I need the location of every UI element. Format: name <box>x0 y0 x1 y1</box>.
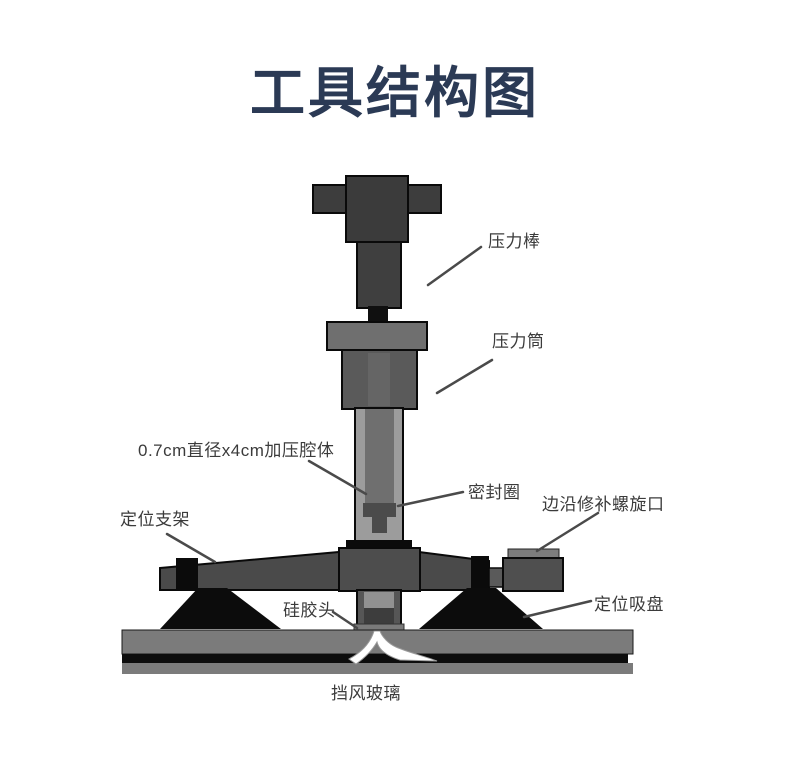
label-seal-ring: 密封圈 <box>468 483 521 502</box>
leader-silicone-head <box>331 610 359 630</box>
windshield-glass <box>121 629 634 674</box>
cylinder-flange <box>326 321 428 351</box>
glass-bottom-layer <box>122 663 633 674</box>
label-silicone-head: 硅胶头 <box>283 601 336 620</box>
leader-positioning-bracket <box>165 532 217 564</box>
leader-suction-cup <box>522 599 593 619</box>
silicone-head-assembly <box>353 589 405 633</box>
label-pressure-cylinder: 压力筒 <box>492 332 545 351</box>
crossbar-center-block <box>338 547 421 592</box>
pressure-rod-body <box>356 241 402 309</box>
leader-lines <box>165 245 600 630</box>
pressure-cylinder-shape <box>326 321 428 410</box>
screw-port-box <box>502 557 564 592</box>
right-suction-cone <box>419 588 543 629</box>
label-pressure-rod: 压力棒 <box>488 232 541 251</box>
t-handle <box>312 175 442 243</box>
leader-screw-port <box>535 511 600 553</box>
label-positioning-bracket: 定位支架 <box>120 510 190 529</box>
rod-connector <box>368 306 388 323</box>
edge-repair-screw-port <box>488 548 564 592</box>
cylinder-body-highlight <box>368 353 390 406</box>
label-edge-repair-screw-port: 边沿修补螺旋口 <box>542 495 665 514</box>
label-windshield: 挡风玻璃 <box>331 684 401 703</box>
label-positioning-suction-cup: 定位吸盘 <box>594 595 664 614</box>
t-handle-center-block <box>345 175 409 243</box>
leader-seal-ring <box>396 490 465 508</box>
plunger-tip-stem <box>372 517 387 533</box>
pressure-rod-shape <box>356 241 402 323</box>
pressure-chamber-tube <box>354 407 404 543</box>
leader-pressure-chamber <box>307 459 368 496</box>
right-bracket-post <box>471 556 489 591</box>
lower-tube-inner <box>364 592 394 610</box>
label-pressure-chamber: 0.7cm直径x4cm加压腔体 <box>138 441 335 460</box>
crossbar <box>159 547 490 592</box>
t-handle-right-wing <box>405 184 442 214</box>
screw-port-connector <box>488 567 504 588</box>
page-title: 工具结构图 <box>249 62 540 124</box>
left-suction-cone <box>160 588 281 629</box>
glass-black-layer <box>122 654 628 663</box>
leader-pressure-rod <box>426 245 483 287</box>
t-handle-left-wing <box>312 184 350 214</box>
glass-crack <box>348 630 438 665</box>
leader-pressure-cylinder <box>435 358 494 395</box>
plunger-tip-band <box>363 503 396 517</box>
silicone-head-block <box>364 608 394 626</box>
tube-inner-column <box>365 409 394 504</box>
left-bracket-post <box>176 558 198 590</box>
